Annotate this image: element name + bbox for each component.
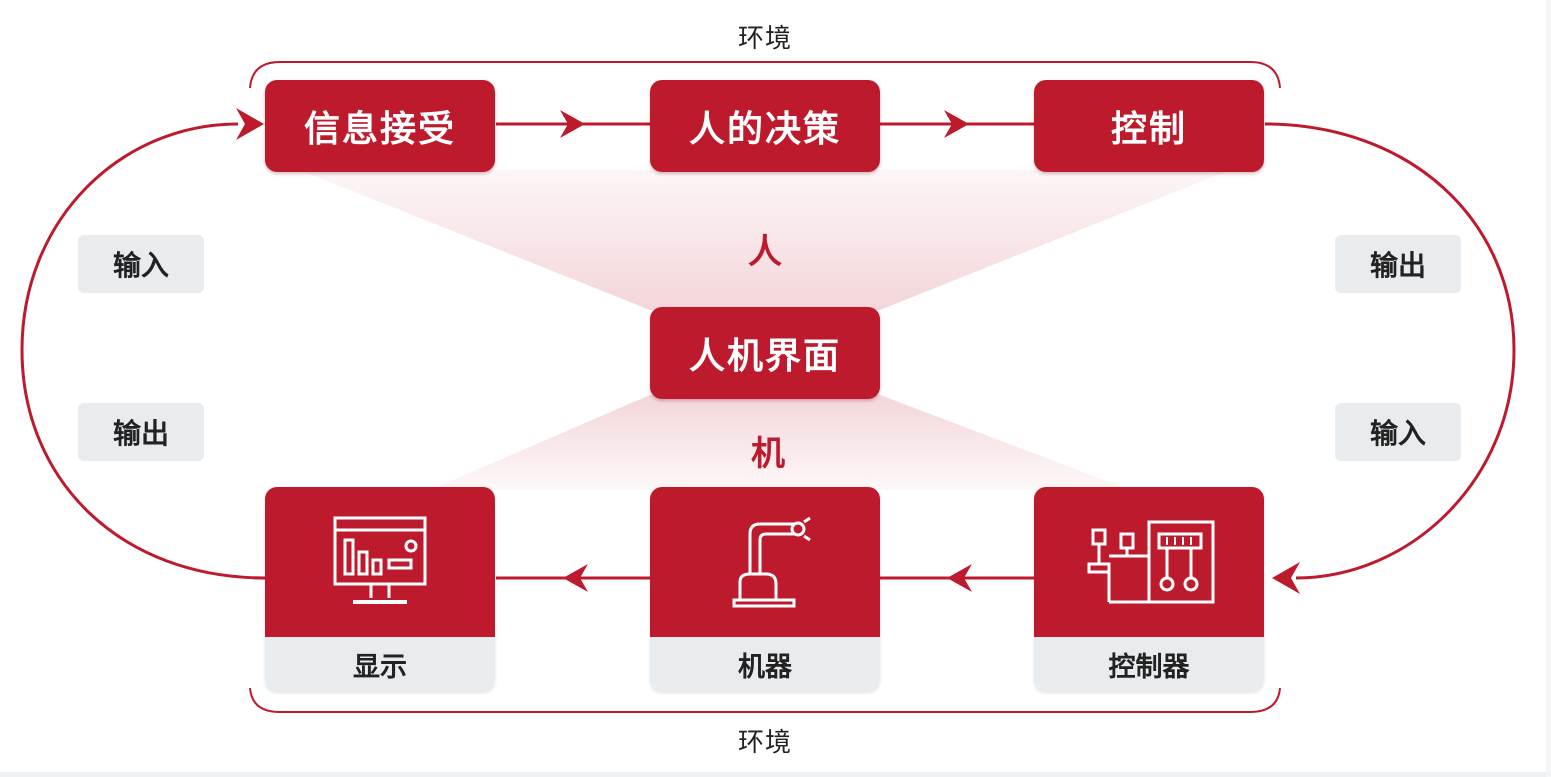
arrowhead-1 bbox=[560, 110, 585, 138]
bottom-edge bbox=[0, 772, 1551, 777]
card-machine-label: 机器 bbox=[650, 637, 880, 692]
right-loop-arrowhead bbox=[1272, 562, 1300, 594]
step-human-decision: 人的决策 bbox=[650, 80, 880, 172]
environment-bracket-bottom bbox=[249, 687, 1281, 713]
robot-arm-icon bbox=[732, 516, 811, 608]
tag-right-input: 输入 bbox=[1335, 403, 1461, 461]
tag-right-output: 输出 bbox=[1335, 235, 1461, 293]
environment-label-bottom: 环境 bbox=[737, 728, 792, 758]
machine-zone-label: 机 bbox=[751, 434, 785, 474]
environment-label-top: 环境 bbox=[737, 24, 792, 54]
left-loop-arrowhead bbox=[236, 108, 264, 140]
left-loop bbox=[20, 122, 266, 580]
card-machine: 机器 bbox=[650, 487, 880, 692]
card-controller-label: 控制器 bbox=[1034, 637, 1264, 692]
human-machine-interface: 人机界面 bbox=[650, 307, 880, 399]
environment-bracket-top bbox=[249, 61, 1281, 89]
tag-left-output: 输出 bbox=[78, 403, 204, 461]
arrowhead-4 bbox=[563, 564, 588, 592]
arrowhead-2 bbox=[944, 110, 969, 138]
right-edge bbox=[1546, 0, 1551, 777]
card-display: 显示 bbox=[265, 487, 495, 692]
human-funnel bbox=[300, 170, 1230, 310]
machine-funnel bbox=[430, 395, 1130, 490]
arrowhead-3 bbox=[947, 564, 972, 592]
card-display-label: 显示 bbox=[265, 637, 495, 692]
step-info-receive: 信息接受 bbox=[265, 80, 495, 172]
tag-left-input: 输入 bbox=[78, 235, 204, 293]
controller-circuit-icon bbox=[1087, 520, 1215, 604]
human-zone-label: 人 bbox=[748, 232, 782, 272]
right-loop bbox=[1264, 122, 1516, 580]
step-control: 控制 bbox=[1034, 80, 1264, 172]
monitor-chart-icon bbox=[333, 516, 427, 604]
card-controller: 控制器 bbox=[1034, 487, 1264, 692]
